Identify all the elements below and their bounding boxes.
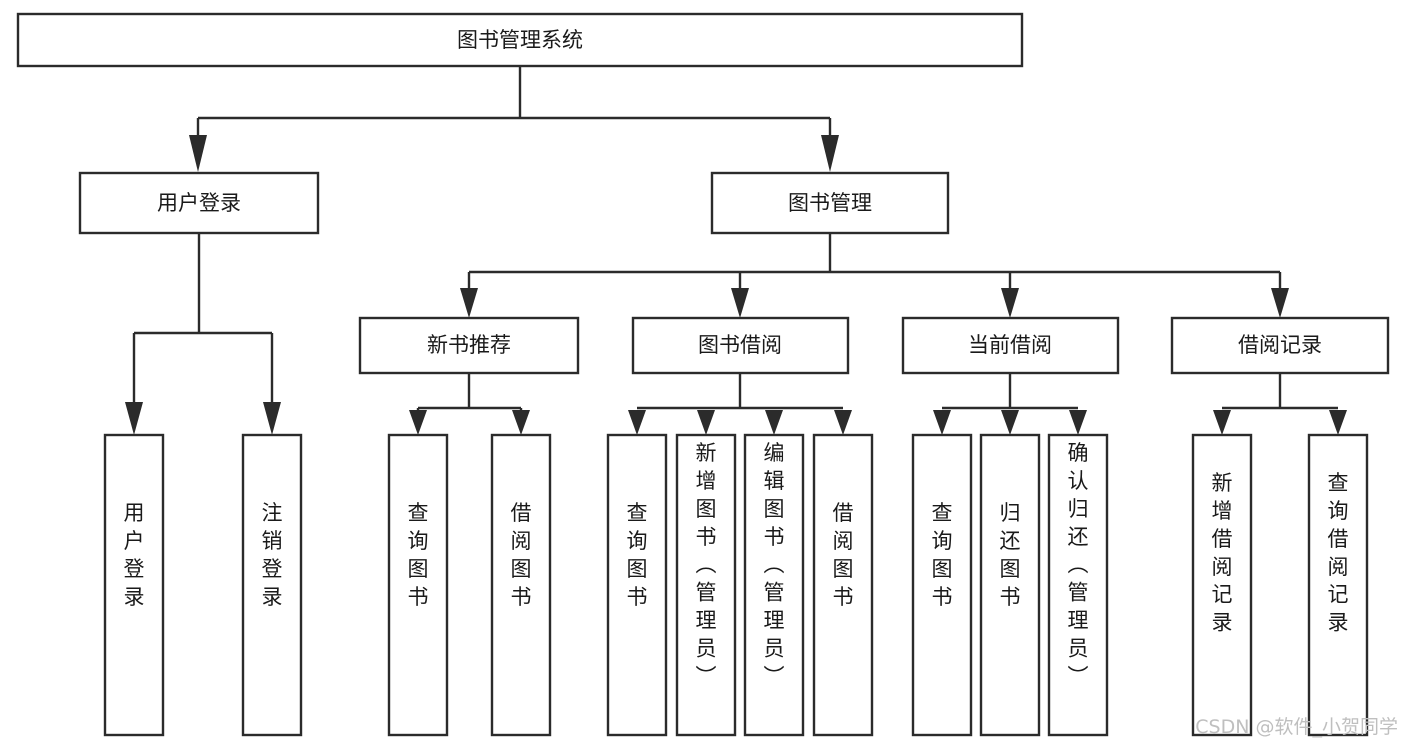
leaf-node-query-book-current-label: 查询图书 — [932, 501, 953, 609]
leaf-node-query-borrow-record-label: 查询借阅记录 — [1328, 471, 1349, 635]
node-root-system-label: 图书管理系统 — [457, 28, 583, 52]
leaf-node-add-borrow-record-label: 新增借阅记录 — [1212, 471, 1233, 635]
leaf-node-borrow-book-newbook-box[interactable] — [490, 433, 552, 737]
node-user-login-label: 用户登录 — [157, 191, 241, 215]
leaf-node-query-book-newbook[interactable]: 查询图书 — [387, 433, 449, 737]
arrowhead-leaf-borrow-book-1 — [512, 410, 530, 435]
node-borrow-record-label: 借阅记录 — [1238, 333, 1322, 357]
leaf-node-query-book-current[interactable]: 查询图书 — [911, 433, 973, 737]
leaf-node-borrow-book-newbook-label: 借阅图书 — [511, 501, 532, 609]
leaf-node-user-login-label: 用户登录 — [124, 501, 145, 609]
node-new-book-recommend-box[interactable] — [358, 316, 580, 375]
node-current-borrow-label: 当前借阅 — [968, 333, 1052, 357]
arrowhead-leaf-edit-book — [765, 410, 783, 435]
node-user-login-box[interactable] — [78, 171, 320, 235]
arrowhead-leaf-logout — [263, 402, 281, 435]
node-current-borrow-box[interactable] — [901, 316, 1120, 375]
leaf-node-add-borrow-record-box[interactable] — [1191, 433, 1253, 737]
leaf-node-user-login-box[interactable] — [103, 433, 165, 737]
leaf-node-confirm-return-admin-label: 确认归还︵管理员︶ — [1068, 441, 1089, 688]
leaf-node-confirm-return-admin[interactable]: 确认归还︵管理员︶ — [1047, 433, 1109, 737]
node-new-book-recommend-label: 新书推荐 — [427, 333, 511, 357]
leaf-node-edit-book-admin-label: 编辑图书︵管理员︶ — [764, 441, 785, 688]
arrowhead-leaf-user-login — [125, 402, 143, 435]
leaf-node-logout-box[interactable] — [241, 433, 303, 737]
node-current-borrow[interactable]: 当前借阅 — [901, 316, 1120, 375]
leaf-node-add-book-admin-label: 新增图书︵管理员︶ — [696, 441, 717, 688]
leaf-node-query-book-borrow[interactable]: 查询图书 — [606, 433, 668, 737]
arrowhead-leaf-query-book-1 — [409, 410, 427, 435]
node-book-borrow-label: 图书借阅 — [698, 333, 782, 357]
arrowhead-leaf-confirm-return — [1069, 410, 1087, 435]
arrowhead-new-book-rec — [460, 288, 478, 318]
leaf-node-query-book-newbook-label: 查询图书 — [408, 501, 429, 609]
csdn-watermark: CSDN @软件_小贺同学 — [1195, 716, 1398, 738]
arrowhead-user-login — [189, 135, 207, 172]
arrowhead-leaf-return-book — [1001, 410, 1019, 435]
leaf-node-return-book-box[interactable] — [979, 433, 1041, 737]
node-book-borrow-box[interactable] — [631, 316, 850, 375]
arrowhead-book-mgmt — [821, 135, 839, 172]
leaf-node-query-book-borrow-label: 查询图书 — [627, 501, 648, 609]
arrowhead-borrow-record — [1271, 288, 1289, 318]
leaf-node-edit-book-admin[interactable]: 编辑图书︵管理员︶ — [743, 433, 805, 737]
node-book-management-label: 图书管理 — [788, 191, 872, 215]
leaf-node-query-borrow-record-box[interactable] — [1307, 433, 1369, 737]
leaf-node-user-login[interactable]: 用户登录 — [103, 433, 165, 737]
leaf-node-logout-label: 注销登录 — [262, 501, 283, 609]
arrowhead-leaf-query-book-2 — [628, 410, 646, 435]
leaf-node-add-book-admin[interactable]: 新增图书︵管理员︶ — [675, 433, 737, 737]
leaf-node-add-borrow-record[interactable]: 新增借阅记录 — [1191, 433, 1253, 737]
leaf-node-logout[interactable]: 注销登录 — [241, 433, 303, 737]
arrowhead-leaf-add-record — [1213, 410, 1231, 435]
leaf-node-borrow-book-borrow[interactable]: 借阅图书 — [812, 433, 874, 737]
leaf-node-borrow-book-borrow-label: 借阅图书 — [833, 501, 854, 609]
leaf-node-return-book[interactable]: 归还图书 — [979, 433, 1041, 737]
arrowhead-book-borrow — [731, 288, 749, 318]
node-root-system[interactable]: 图书管理系统 — [16, 12, 1024, 68]
arrowhead-leaf-add-book — [697, 410, 715, 435]
node-book-borrow[interactable]: 图书借阅 — [631, 316, 850, 375]
leaf-node-query-book-newbook-box[interactable] — [387, 433, 449, 737]
leaf-node-query-borrow-record[interactable]: 查询借阅记录 — [1307, 433, 1369, 737]
leaf-node-borrow-book-newbook[interactable]: 借阅图书 — [490, 433, 552, 737]
node-borrow-record-box[interactable] — [1170, 316, 1390, 375]
arrowhead-current-borrow — [1001, 288, 1019, 318]
leaf-node-edit-book-admin-box[interactable] — [743, 433, 805, 737]
node-borrow-record[interactable]: 借阅记录 — [1170, 316, 1390, 375]
leaf-node-query-book-borrow-box[interactable] — [606, 433, 668, 737]
leaf-node-confirm-return-admin-box[interactable] — [1047, 433, 1109, 737]
leaf-node-query-book-current-box[interactable] — [911, 433, 973, 737]
arrowhead-leaf-borrow-book-2 — [834, 410, 852, 435]
leaf-node-borrow-book-borrow-box[interactable] — [812, 433, 874, 737]
leaf-node-add-book-admin-box[interactable] — [675, 433, 737, 737]
node-book-management-box[interactable] — [710, 171, 950, 235]
arrowhead-leaf-query-book-3 — [933, 410, 951, 435]
node-book-management[interactable]: 图书管理 — [710, 171, 950, 235]
node-new-book-recommend[interactable]: 新书推荐 — [358, 316, 580, 375]
arrowhead-leaf-query-record — [1329, 410, 1347, 435]
leaf-node-return-book-label: 归还图书 — [1000, 501, 1021, 609]
node-user-login[interactable]: 用户登录 — [78, 171, 320, 235]
connector-layer — [125, 66, 1347, 435]
node-root-system-box[interactable] — [16, 12, 1024, 68]
